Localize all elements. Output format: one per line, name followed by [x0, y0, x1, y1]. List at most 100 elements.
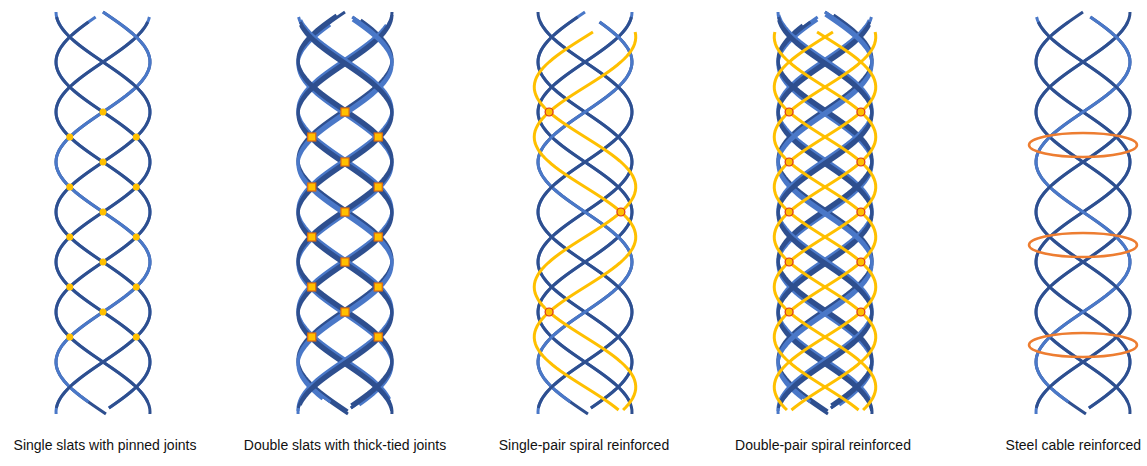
slat [778, 12, 872, 414]
pinned-joint [66, 284, 73, 291]
spiral-reinforcement [534, 32, 635, 410]
pinned-joint [133, 284, 140, 291]
caption: Single slats with pinned joints [14, 437, 197, 453]
tied-joint [341, 258, 349, 266]
slat [56, 22, 150, 408]
lattice-tower [774, 12, 876, 414]
spiral-reinforcement [774, 32, 875, 410]
spiral-joint [857, 308, 865, 316]
slat [298, 22, 392, 408]
pinned-joint [100, 309, 107, 316]
caption-holder: Double slats with thick-tied joints [244, 436, 446, 454]
tied-joint [374, 183, 382, 191]
pinned-joint [66, 184, 73, 191]
slat [778, 17, 872, 408]
slat [1036, 12, 1130, 408]
slat [538, 22, 632, 414]
slat [298, 17, 392, 402]
slat [298, 15, 392, 405]
slat [298, 15, 392, 411]
slat [1036, 17, 1130, 402]
pinned-joint [133, 334, 140, 341]
tied-joint [308, 333, 316, 341]
steel-cable [1029, 233, 1137, 257]
spiral-joint [617, 208, 625, 216]
pinned-joint [133, 234, 140, 241]
spiral-joint [545, 308, 553, 316]
spiral-reinforcement [774, 32, 875, 410]
caption: Steel cable reinforced [1006, 437, 1141, 453]
spiral-joint [857, 108, 865, 116]
slat [298, 22, 392, 402]
tied-joint [308, 133, 316, 141]
slat [56, 17, 150, 408]
slat [538, 12, 632, 402]
slat [538, 12, 632, 408]
slat [538, 22, 632, 414]
slat [56, 17, 150, 408]
slat [778, 20, 872, 405]
slat [56, 12, 150, 402]
pinned-joint [66, 334, 73, 341]
tied-joint [341, 208, 349, 216]
spiral-joint [785, 208, 793, 216]
slat [1036, 22, 1130, 408]
caption-holder: Steel cable reinforced [1006, 436, 1141, 454]
spiral-joint [545, 108, 553, 116]
slat [56, 12, 150, 414]
tied-joint [341, 308, 349, 316]
tied-joint [374, 233, 382, 241]
slat [56, 12, 150, 414]
spiral-joint [785, 108, 793, 116]
slat [778, 22, 872, 414]
caption: Double slats with thick-tied joints [244, 437, 446, 453]
tied-joint [374, 333, 382, 341]
spiral-joint [785, 258, 793, 266]
tied-joint [374, 133, 382, 141]
slat [298, 20, 392, 411]
slat [778, 15, 872, 411]
pinned-joint [100, 109, 107, 116]
slat [778, 12, 872, 402]
slat [778, 12, 872, 414]
spiral-reinforcement [774, 32, 875, 410]
caption-holder: Double-pair spiral reinforced [735, 436, 911, 454]
slat [298, 12, 392, 414]
spiral-joint [857, 208, 865, 216]
spiral-reinforcement [534, 32, 635, 410]
slat [298, 25, 392, 405]
slat [56, 17, 150, 402]
pinned-joint [66, 134, 73, 141]
slat [1036, 22, 1130, 408]
pinned-joint [133, 134, 140, 141]
slat [298, 25, 392, 399]
lattice-tower [1029, 12, 1137, 414]
tied-joint [341, 158, 349, 166]
spiral-joint [857, 258, 865, 266]
lattice-tower [534, 12, 635, 414]
slat [538, 22, 632, 402]
slat [298, 17, 392, 414]
lattice-tower [298, 12, 392, 414]
pinned-joint [100, 209, 107, 216]
tied-joint [308, 233, 316, 241]
steel-cable [1029, 333, 1137, 357]
spiral-reinforcement [774, 32, 875, 410]
slat [298, 22, 392, 408]
spiral-joint [785, 158, 793, 166]
spiral-joint [857, 158, 865, 166]
slat [298, 12, 392, 408]
slat [538, 12, 632, 408]
caption: Double-pair spiral reinforced [735, 437, 911, 453]
slat [538, 17, 632, 408]
pinned-joint [133, 184, 140, 191]
spiral-joint [785, 308, 793, 316]
slat [56, 22, 150, 414]
tied-joint [308, 283, 316, 291]
caption-holder: Single-pair spiral reinforced [499, 436, 669, 454]
caption: Single-pair spiral reinforced [499, 437, 669, 453]
tied-joint [341, 108, 349, 116]
steel-cable [1029, 133, 1137, 157]
